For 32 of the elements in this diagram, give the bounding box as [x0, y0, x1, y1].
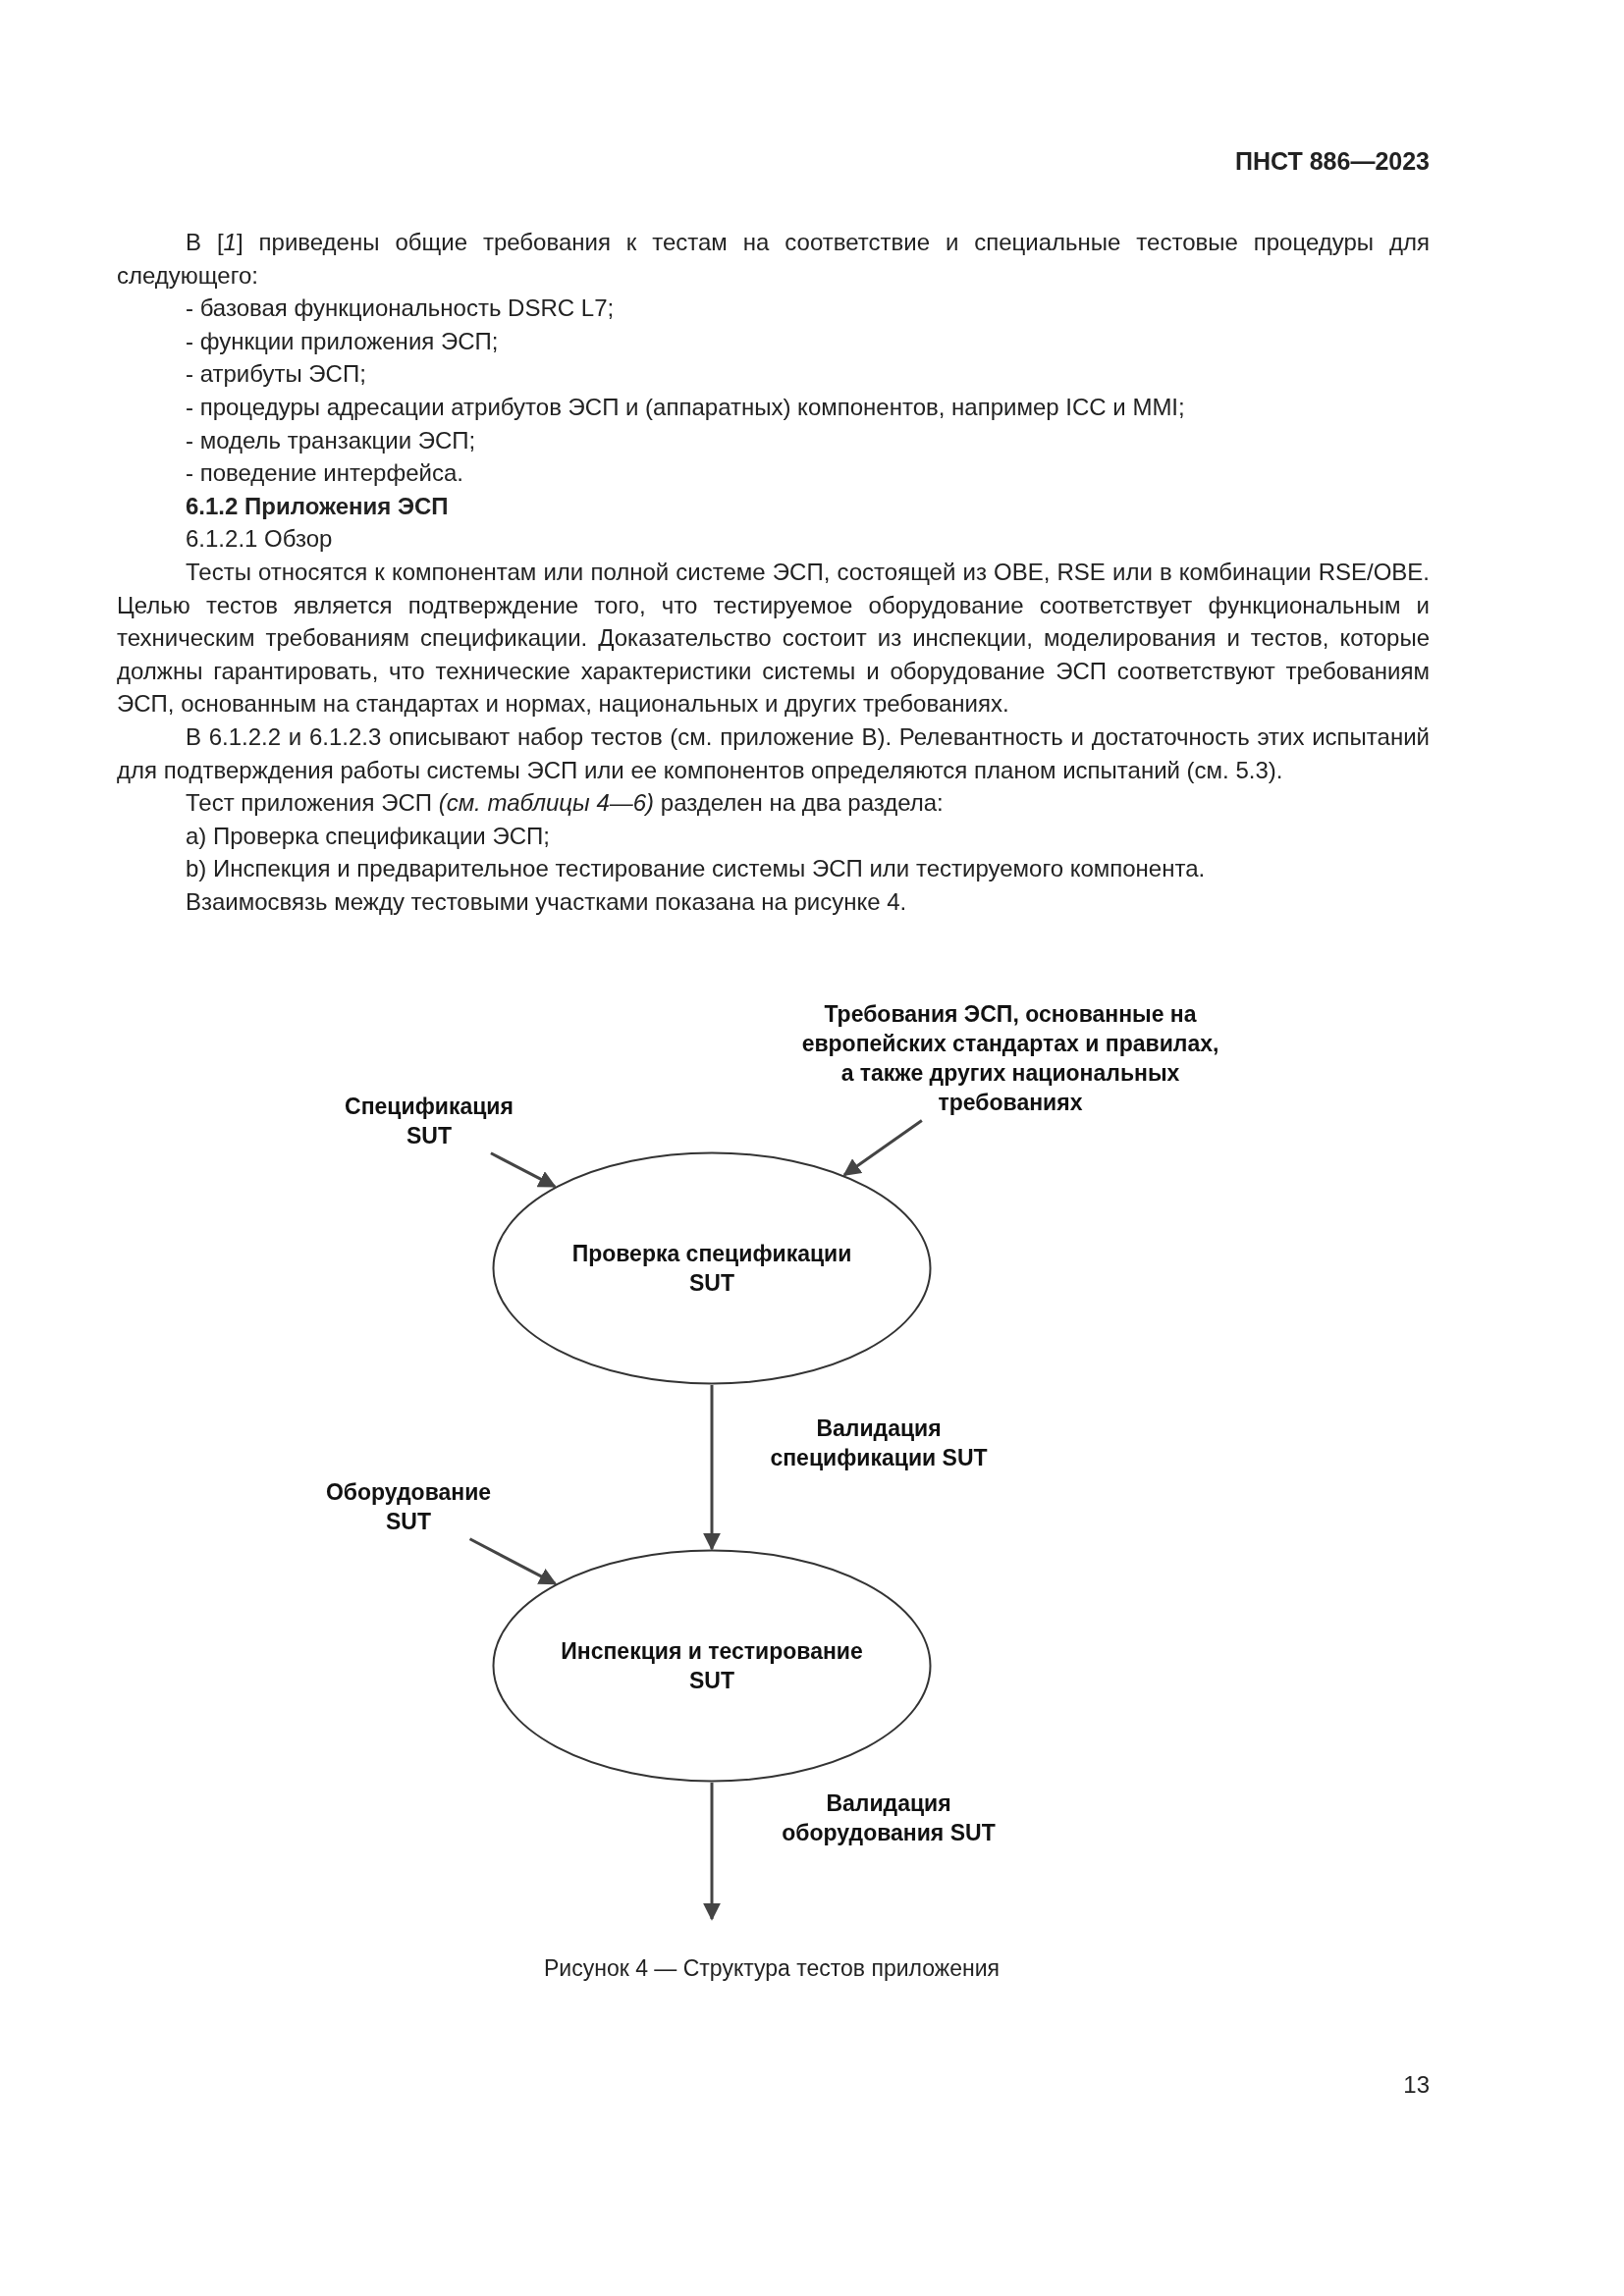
- list-item: - модель транзакции ЭСП;: [185, 425, 477, 455]
- list-item: а) Проверка спецификации ЭСП;: [185, 821, 551, 851]
- arrow: [703, 1783, 721, 1921]
- paragraph: В 6.1.2.2 и 6.1.2.3 описывают набор тестов (см. приложение В). Релевантность и достаточность этих испытаний для подтверждения работы системы ЭСП или ее компонентов определяются планом испытаний (см. 5.3).: [117, 721, 1430, 785]
- node-label: Инспекция и тестирование SUT: [560, 1637, 864, 1695]
- process-ellipse: [492, 1549, 932, 1783]
- arrow: [703, 1385, 721, 1551]
- list-item: - процедуры адресации атрибутов ЭСП и (аппаратных) компонентов, например ICC и MMI;: [185, 392, 1186, 422]
- list-item: - атрибуты ЭСП;: [185, 359, 367, 390]
- input-label: Оборудование SUT: [310, 1477, 507, 1536]
- paragraph: Взаимосвязь между тестовыми участками показана на рисунке 4.: [185, 886, 908, 917]
- edge-label: Валидация оборудования SUT: [781, 1789, 997, 1847]
- input-label: Требования ЭСП, основанные на европейских стандартах и правилах, а также других национальных требованиях: [794, 999, 1226, 1117]
- page-number: 13: [1403, 2071, 1430, 2099]
- paragraph: Тест приложения ЭСП (см. таблицы 4—6) разделен на два раздела:: [185, 788, 945, 819]
- arrow: [490, 1151, 557, 1189]
- list-item: - поведение интерфейса.: [185, 458, 464, 489]
- list-item: - базовая функциональность DSRC L7;: [185, 294, 616, 324]
- list-item: - функции приложения ЭСП;: [185, 326, 500, 356]
- page-header: ПНСТ 886—2023: [1235, 147, 1430, 176]
- subsection-heading: 6.1.2.1 Обзор: [185, 524, 334, 555]
- input-label: Спецификация SUT: [331, 1092, 527, 1150]
- edge-label: Валидация спецификации SUT: [769, 1415, 989, 1472]
- section-heading: 6.1.2 Приложения ЭСП: [185, 491, 450, 521]
- process-ellipse: [492, 1151, 932, 1385]
- figure-caption: Рисунок 4 — Структура тестов приложения: [543, 1955, 1001, 1982]
- arrow: [468, 1537, 558, 1585]
- arrow: [842, 1119, 923, 1177]
- paragraph: В [1] приведены общие требования к тестам на соответствие и специальные тестовые процедуры для следующего:: [117, 228, 1430, 291]
- paragraph: Тесты относятся к компонентам или полной системе ЭСП, состоящей из OBE, RSE или в комбинации RSE/OBE. Целью тестов является подтверждение того, что тестируемое оборудование соответствует функциональным и техническим требованиям спецификации. Доказательство состоит из инспекции, моделирования и тестов, которые должны гарантировать, что технические характеристики системы и оборудование ЭСП соответствуют требованиям ЭСП, основанным на стандартах и нормах, национальных и других требованиях.: [117, 557, 1430, 720]
- node-label: Проверка спецификации SUT: [570, 1240, 853, 1298]
- list-item: b) Инспекция и предварительное тестирование системы ЭСП или тестируемого компонента.: [185, 854, 1207, 884]
